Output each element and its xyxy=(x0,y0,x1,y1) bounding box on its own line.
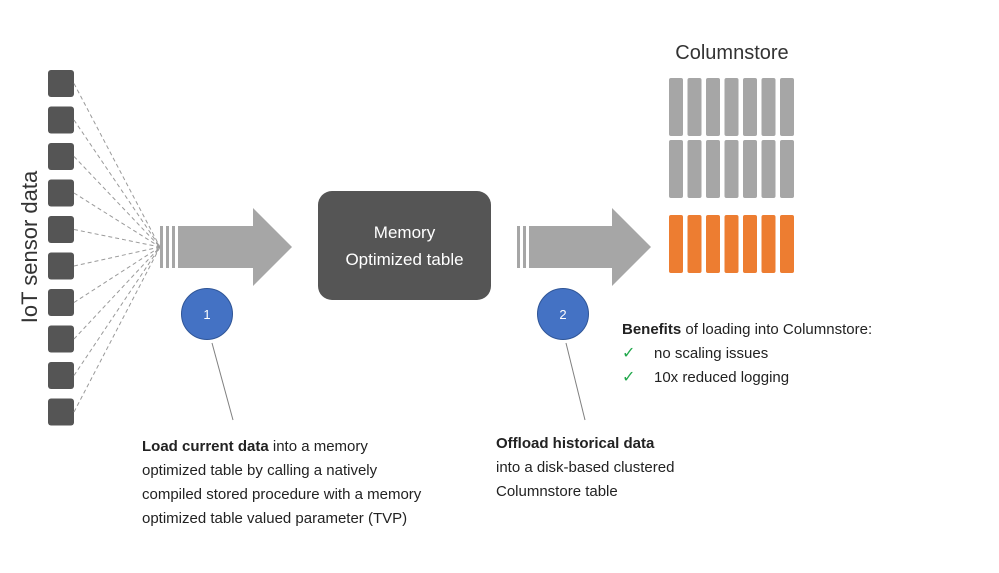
fan-line xyxy=(73,119,161,248)
columnstore-gray-segment xyxy=(743,140,757,198)
columnstore-orange-segment xyxy=(761,215,776,273)
columnstore-gray-segment xyxy=(761,140,776,198)
sensor-block xyxy=(48,70,74,97)
columnstore-title: Columnstore xyxy=(675,42,789,64)
check-icon: ✓ xyxy=(622,369,636,386)
sensor-block xyxy=(48,325,74,353)
step1-number: 1 xyxy=(203,306,211,322)
columnstore-gray-segment xyxy=(743,78,757,136)
columnstore-gray-segment xyxy=(761,78,776,136)
sensor-block xyxy=(48,398,74,426)
columnstore-orange-segment xyxy=(780,215,794,273)
benefits-panel: Benefits of loading into Columnstore: ✓ … xyxy=(622,318,872,390)
columnstore-gray-segment xyxy=(724,140,739,198)
step1-leader-line xyxy=(211,342,234,421)
memory-optimized-table-label: Memory Optimized table xyxy=(318,191,491,300)
sensor-block xyxy=(48,216,74,243)
fan-line xyxy=(73,246,161,413)
sensor-block xyxy=(48,179,74,207)
step1-bold-text: Load current data xyxy=(142,438,269,455)
sensor-block xyxy=(48,252,74,280)
step1-body-text: into a memory optimized table by calling… xyxy=(142,438,422,527)
step1-description: Load current data into a memory optimize… xyxy=(142,435,432,531)
fan-line xyxy=(73,156,161,248)
fan-line xyxy=(73,192,161,248)
step1-marker: 1 xyxy=(181,288,233,340)
sensor-block xyxy=(48,362,74,389)
memory-table-line2: Optimized table xyxy=(345,249,464,269)
fan-line xyxy=(73,83,161,248)
columnstore-orange-segment xyxy=(743,215,757,273)
sensor-block xyxy=(48,289,74,316)
sensor-data-label: IoT sensor data xyxy=(17,170,42,324)
fan-line xyxy=(73,246,161,303)
fan-lines xyxy=(73,83,161,413)
memory-optimized-table-box xyxy=(318,191,491,300)
benefits-heading-bold: Benefits xyxy=(622,321,682,338)
columnstore-gray-segment xyxy=(706,78,720,136)
step2-bold-text: Offload historical data xyxy=(496,435,655,452)
fan-line xyxy=(73,246,161,340)
benefits-heading: Benefits of loading into Columnstore: xyxy=(622,318,872,342)
fan-line xyxy=(73,246,161,376)
check-icon: ✓ xyxy=(622,345,636,362)
benefit-item: ✓ 10x reduced logging xyxy=(622,366,872,390)
columnstore-gray-segment xyxy=(669,140,683,198)
step2-description: Offload historical data into a disk-base… xyxy=(496,432,726,504)
columnstore-orange-segment xyxy=(687,215,702,273)
fan-line xyxy=(73,229,161,248)
sensor-blocks xyxy=(48,70,74,426)
columnstore-gray-segment xyxy=(706,140,720,198)
columnstore-gray-segment xyxy=(687,78,702,136)
load-arrow xyxy=(160,208,292,286)
fan-line xyxy=(73,246,161,267)
benefit-item: ✓ no scaling issues xyxy=(622,342,872,366)
offload-arrow xyxy=(517,208,651,286)
columnstore-orange-segment xyxy=(669,215,683,273)
benefit-item-label: 10x reduced logging xyxy=(654,369,790,386)
benefit-item-label: no scaling issues xyxy=(654,345,769,362)
columnstore-gray-segment xyxy=(687,140,702,198)
memory-table-line1: Memory xyxy=(373,222,436,242)
columnstore-gray-segment xyxy=(780,78,794,136)
columnstore-blocks xyxy=(669,78,794,273)
columnstore-orange-segment xyxy=(706,215,720,273)
step2-number: 2 xyxy=(559,306,567,322)
columnstore-gray-segment xyxy=(780,140,794,198)
benefits-heading-rest: of loading into Columnstore: xyxy=(681,321,873,338)
step2-marker: 2 xyxy=(537,288,589,340)
columnstore-gray-segment xyxy=(724,78,739,136)
step2-leader-line xyxy=(565,342,586,421)
columnstore-gray-segment xyxy=(669,78,683,136)
sensor-block xyxy=(48,106,74,134)
columnstore-orange-segment xyxy=(724,215,739,273)
sensor-block xyxy=(48,143,74,170)
step2-body-text: into a disk-based clustered Columnstore … xyxy=(496,459,675,500)
